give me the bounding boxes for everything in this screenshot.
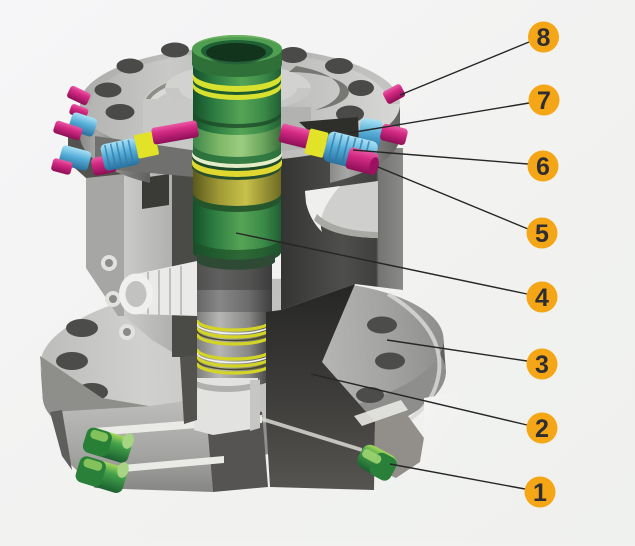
svg-text:4: 4 (535, 284, 549, 312)
svg-text:8: 8 (537, 24, 551, 52)
svg-text:3: 3 (535, 351, 549, 379)
svg-text:5: 5 (535, 220, 549, 248)
svg-text:2: 2 (535, 415, 549, 443)
svg-text:7: 7 (537, 87, 551, 115)
svg-text:6: 6 (536, 153, 550, 181)
svg-text:1: 1 (533, 479, 547, 507)
